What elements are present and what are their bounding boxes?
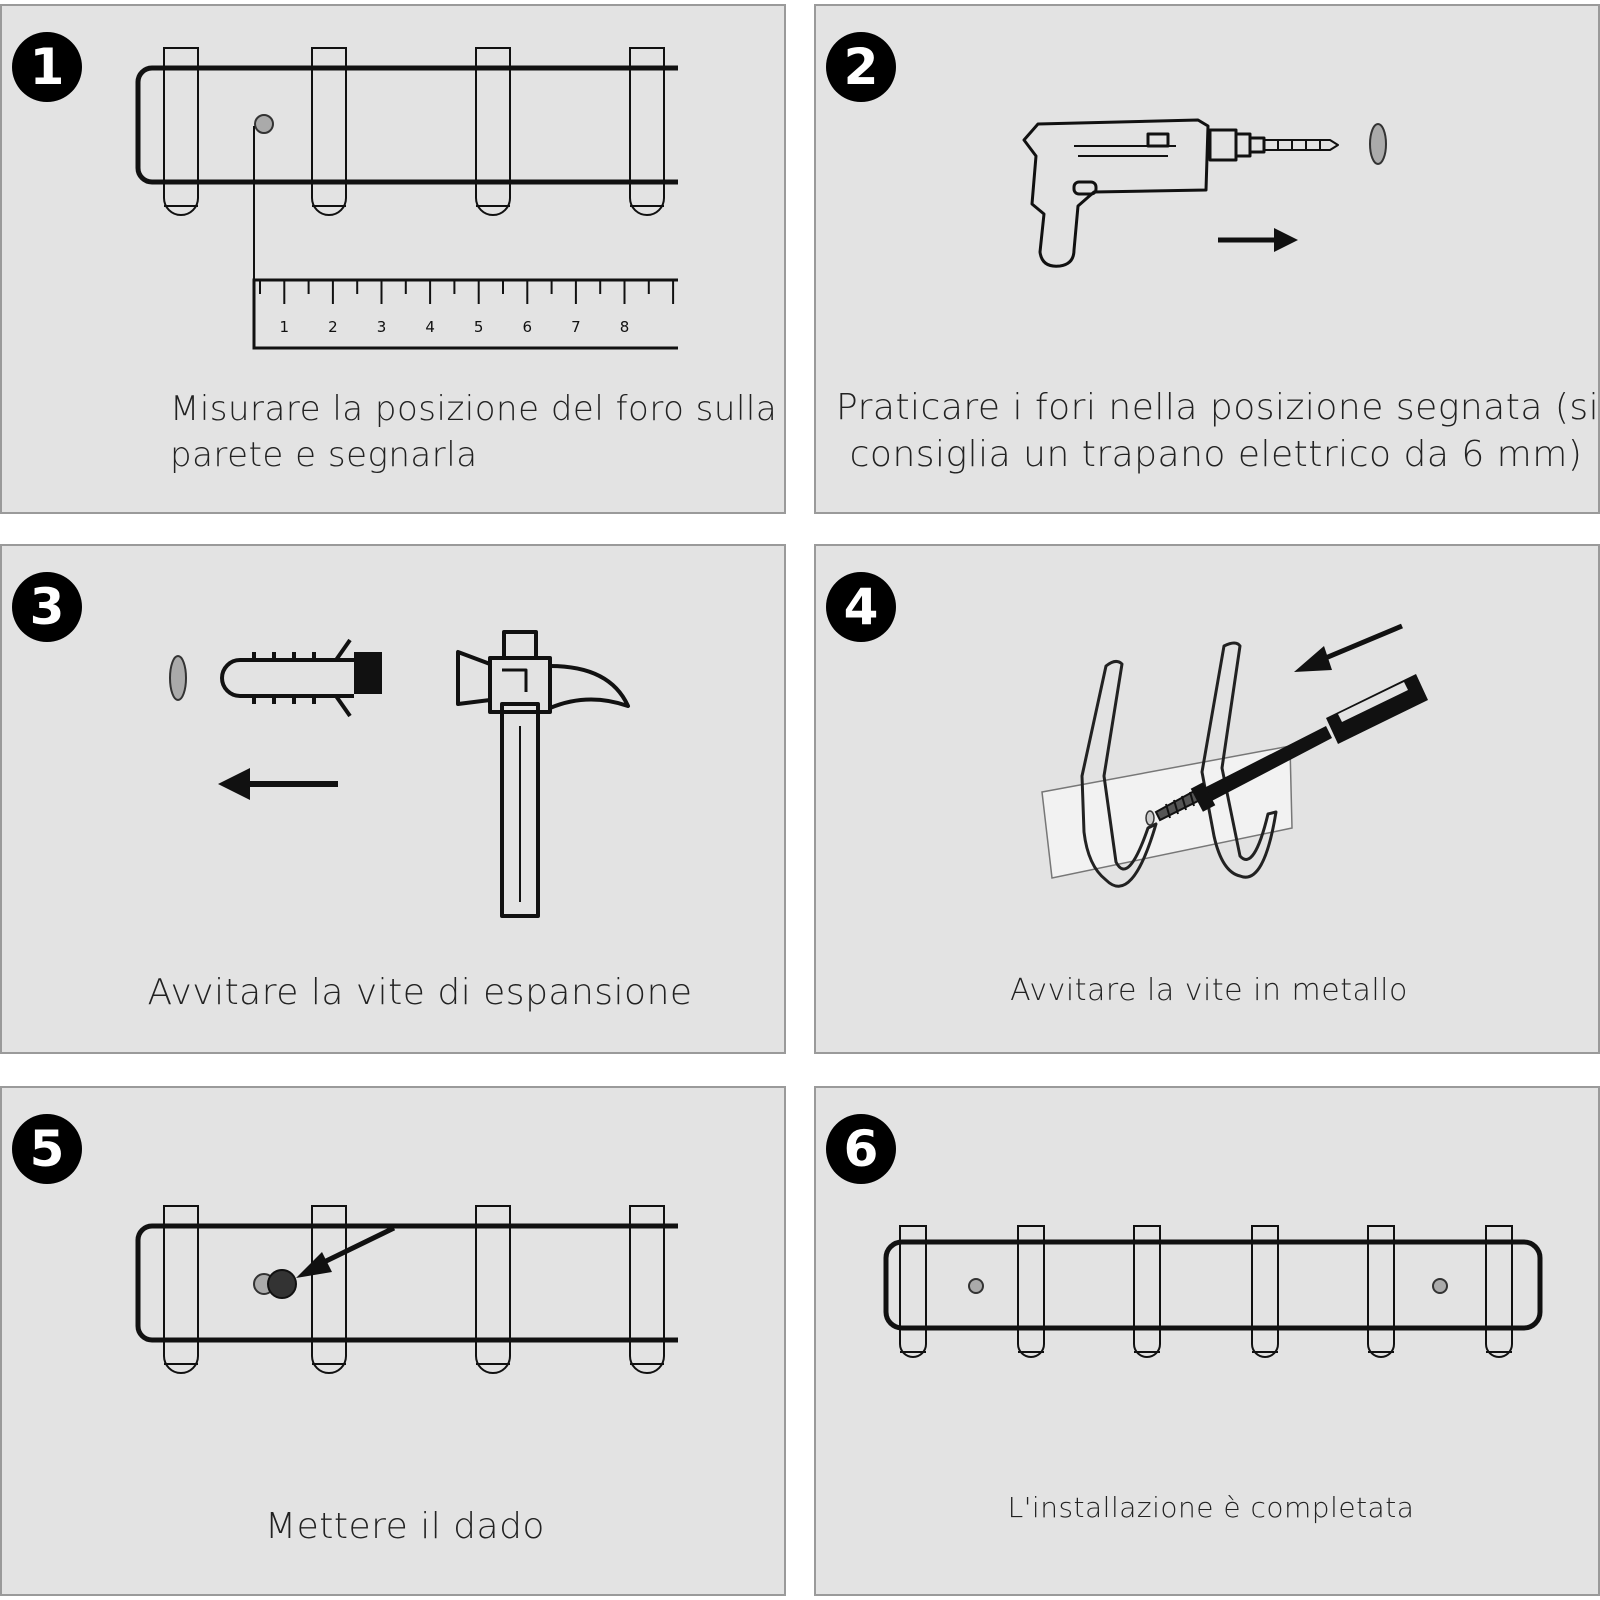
step-number-badge: 1 <box>12 32 82 102</box>
coat-rack-icon: 1 2 3 4 5 6 7 8 <box>135 47 678 350</box>
step-caption: Avvitare la vite in metallo <box>816 970 1600 1012</box>
caption-line: Praticare i fori nella posizione segnata… <box>836 387 1600 428</box>
nut-icon <box>267 1269 297 1299</box>
step-panel-1: 1 1 2 3 4 5 6 7 8 Misurare la posizione del for… <box>0 4 786 514</box>
hammer-icon <box>456 630 630 918</box>
ruler-label: 1 <box>280 318 290 336</box>
step-caption: L'installazione è completata <box>816 1488 1600 1528</box>
arrow-icon <box>296 1225 396 1278</box>
ruler-label: 5 <box>474 318 484 336</box>
step-panel-3: 3 Avvi <box>0 544 786 1054</box>
arrow-icon <box>1294 623 1403 672</box>
step-panel-4: 4 Avvitare la vite in metallo <box>814 544 1600 1054</box>
wall-hole-icon <box>1369 123 1387 165</box>
caption-line: Avvitare la vite in metallo <box>1010 973 1408 1008</box>
ruler-label: 3 <box>377 318 387 336</box>
ruler-label: 7 <box>571 318 581 336</box>
step-caption: Mettere il dado <box>2 1504 808 1550</box>
step-caption: Praticare i fori nella posizione segnata… <box>836 384 1600 478</box>
step-number-badge: 6 <box>826 1114 896 1184</box>
step-number-badge: 2 <box>826 32 896 102</box>
coat-rack-icon <box>883 1225 1543 1358</box>
step-panel-2: 2 Praticare i fori nella posi <box>814 4 1600 514</box>
ruler-label: 6 <box>523 318 533 336</box>
step-panel-5: 5 Mettere il dado <box>0 1086 786 1596</box>
step-number-badge: 3 <box>12 572 82 642</box>
step-panel-6: 6 L'installazione è completata <box>814 1086 1600 1596</box>
ruler-icon <box>252 278 678 350</box>
arrow-icon <box>1218 228 1298 252</box>
ruler-label: 2 <box>328 318 338 336</box>
step-caption: Misurare la posizione del foro sulla par… <box>170 386 777 478</box>
caption-line: Misurare la posizione del foro sulla <box>170 389 778 429</box>
caption-line: L'installazione è completata <box>1007 1491 1415 1524</box>
wall-plug-icon <box>220 638 382 718</box>
wall-hole-icon <box>169 655 187 701</box>
screw-head-icon <box>1432 1278 1448 1294</box>
arrow-icon <box>218 768 338 800</box>
caption-line: Avvitare la vite di espansione <box>147 972 693 1013</box>
step-number-badge: 5 <box>12 1114 82 1184</box>
wall-hole-icon <box>254 114 274 134</box>
step-caption: Avvitare la vite di espansione <box>2 970 838 1016</box>
coat-rack-icon <box>135 1205 678 1374</box>
caption-line: parete e segnarla <box>170 435 478 475</box>
caption-line: consiglia un trapano elettrico da 6 mm) <box>849 434 1583 475</box>
screw-head-icon <box>968 1278 984 1294</box>
ruler-label: 4 <box>425 318 435 336</box>
screwdriver-icon <box>1190 674 1428 812</box>
coat-rack-icon <box>1080 641 1278 888</box>
ruler-label: 8 <box>620 318 630 336</box>
drill-icon <box>1022 118 1339 268</box>
step-number-badge: 4 <box>826 572 896 642</box>
caption-line: Mettere il dado <box>265 1506 545 1547</box>
